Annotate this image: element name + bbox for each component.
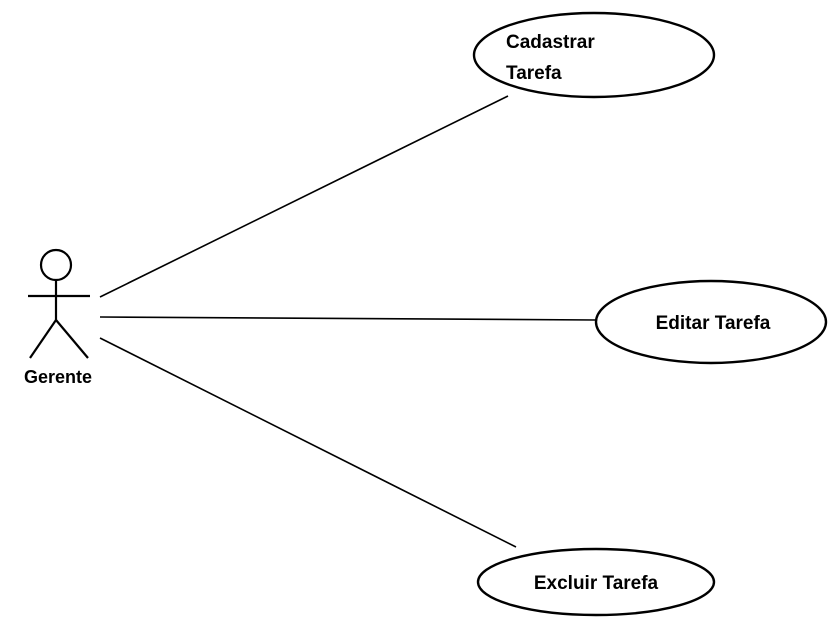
- use-case-ellipse: [594, 279, 828, 365]
- use-case-editar-tarefa[interactable]: Editar Tarefa: [594, 279, 828, 365]
- use-case-label: Editar Tarefa: [656, 313, 771, 334]
- associations: [99, 95, 597, 548]
- actor-right-leg: [55, 319, 89, 359]
- use-case-ellipse: [476, 547, 716, 617]
- actor-label: Gerente: [24, 367, 92, 387]
- use-case-ellipse: [472, 11, 716, 99]
- use-case-label-line1: Cadastrar: [506, 32, 595, 53]
- association-line-cadastrar: [99, 95, 509, 298]
- use-case-cadastrar-tarefa[interactable]: Cadastrar Tarefa: [472, 11, 716, 99]
- actor-head: [39, 248, 73, 282]
- actor-left-leg: [29, 319, 57, 359]
- association-line-editar: [99, 316, 597, 321]
- stick-figure-icon: [28, 248, 90, 359]
- use-case-label: Excluir Tarefa: [534, 573, 659, 594]
- use-case-label-line2: Tarefa: [506, 63, 562, 84]
- actor-gerente[interactable]: Gerente: [24, 248, 92, 387]
- association-line-excluir: [99, 337, 517, 548]
- use-case-excluir-tarefa[interactable]: Excluir Tarefa: [476, 547, 716, 617]
